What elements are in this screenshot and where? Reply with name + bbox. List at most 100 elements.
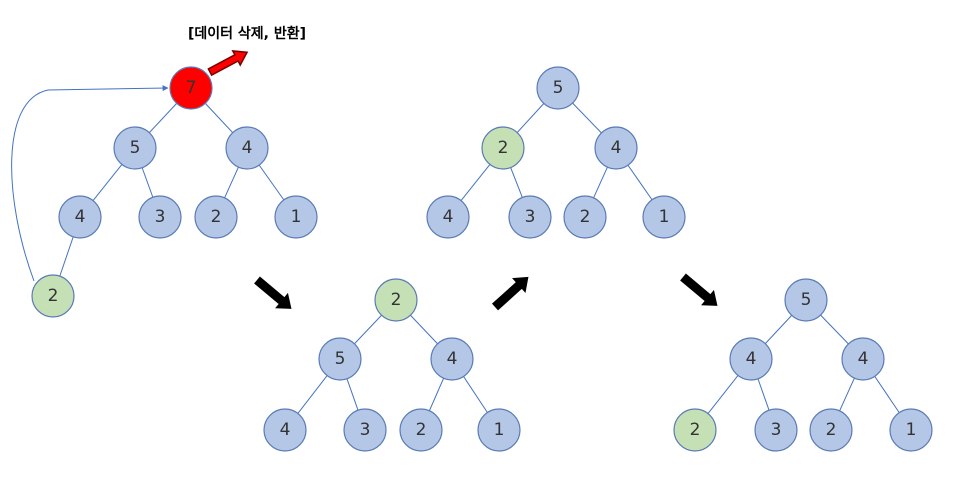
node-label: 7 bbox=[186, 78, 197, 98]
tree-node: 1 bbox=[889, 408, 933, 452]
tree-edge bbox=[428, 378, 445, 411]
tree-node: 3 bbox=[343, 408, 387, 452]
node-label: 5 bbox=[801, 290, 812, 310]
tree-node: 5 bbox=[318, 337, 362, 381]
node-label: 4 bbox=[280, 420, 291, 440]
tree-node: 4 bbox=[225, 126, 269, 170]
node-label: 2 bbox=[48, 286, 59, 306]
step-arrow-2 bbox=[491, 276, 529, 311]
tree-edge bbox=[354, 314, 382, 345]
tree-node: 1 bbox=[477, 408, 521, 452]
node-circle bbox=[343, 408, 387, 452]
tree-node: 4 bbox=[594, 126, 638, 170]
node-circle bbox=[477, 408, 521, 452]
tree-node-moved: 2 bbox=[374, 278, 418, 322]
node-label: 2 bbox=[690, 420, 701, 440]
node-circle bbox=[31, 274, 75, 318]
tree-node-moved: 2 bbox=[31, 274, 75, 318]
node-label: 2 bbox=[498, 138, 509, 158]
node-label: 1 bbox=[906, 420, 917, 440]
node-label: 1 bbox=[291, 207, 302, 227]
node-label: 1 bbox=[659, 207, 670, 227]
tree-edge bbox=[148, 103, 178, 133]
node-circle bbox=[426, 195, 470, 239]
node-circle bbox=[536, 66, 580, 110]
tree-final-heap: 5 4 4 2 3 2 1 bbox=[673, 278, 933, 452]
tree-node: 2 bbox=[194, 195, 238, 239]
tree-edge bbox=[410, 314, 438, 345]
tree-edge bbox=[510, 167, 523, 198]
delete-return-caption: [데이터 삭제, 반환] bbox=[188, 25, 306, 42]
node-label: 4 bbox=[611, 138, 622, 158]
tree-node: 2 bbox=[563, 195, 607, 239]
node-circle bbox=[673, 408, 717, 452]
tree-edge bbox=[627, 164, 653, 201]
node-label: 2 bbox=[826, 420, 837, 440]
tree-edge bbox=[92, 164, 123, 201]
node-circle bbox=[138, 195, 182, 239]
return-arrow bbox=[207, 49, 249, 77]
node-label: 4 bbox=[858, 349, 869, 369]
tree-edge bbox=[707, 375, 739, 414]
tree-node: 4 bbox=[430, 337, 474, 381]
node-circle bbox=[169, 66, 213, 110]
node-label: 3 bbox=[525, 207, 536, 227]
node-circle bbox=[263, 408, 307, 452]
node-circle bbox=[642, 195, 686, 239]
node-circle bbox=[225, 126, 269, 170]
tree-edge bbox=[59, 236, 74, 277]
tree-node-removed-root: 7 bbox=[169, 66, 213, 110]
tree-node: 2 bbox=[399, 408, 443, 452]
node-circle bbox=[729, 337, 773, 381]
node-circle bbox=[318, 337, 362, 381]
node-label: 4 bbox=[75, 207, 86, 227]
node-circle bbox=[430, 337, 474, 381]
tree-after-first-swap: 5 2 4 4 3 2 1 bbox=[426, 66, 686, 239]
node-circle bbox=[481, 126, 525, 170]
node-label: 4 bbox=[443, 207, 454, 227]
tree-node: 3 bbox=[754, 408, 798, 452]
tree-edge bbox=[460, 164, 491, 201]
tree-edge bbox=[224, 166, 239, 199]
node-label: 5 bbox=[130, 138, 141, 158]
tree-node: 3 bbox=[138, 195, 182, 239]
node-label: 4 bbox=[242, 138, 253, 158]
tree-edge bbox=[346, 378, 359, 411]
tree-node: 4 bbox=[263, 408, 307, 452]
tree-node: 4 bbox=[729, 337, 773, 381]
tree-node-moved: 2 bbox=[481, 126, 525, 170]
node-label: 2 bbox=[391, 290, 402, 310]
tree-edge bbox=[839, 377, 855, 412]
node-circle bbox=[784, 278, 828, 322]
node-circle bbox=[508, 195, 552, 239]
tree-edge bbox=[463, 376, 488, 413]
node-circle bbox=[399, 408, 443, 452]
node-circle bbox=[754, 408, 798, 452]
step-arrow-3 bbox=[680, 273, 718, 306]
tree-edge bbox=[593, 166, 608, 199]
node-label: 2 bbox=[416, 420, 427, 440]
node-circle bbox=[563, 195, 607, 239]
tree-node-moved: 2 bbox=[673, 408, 717, 452]
tree-node: 1 bbox=[642, 195, 686, 239]
node-label: 3 bbox=[771, 420, 782, 440]
tree-edge bbox=[874, 376, 900, 413]
tree-after-move-last-to-root: 2 5 4 4 3 2 1 bbox=[263, 278, 521, 452]
node-label: 5 bbox=[553, 78, 564, 98]
tree-edge bbox=[204, 103, 234, 133]
tree-edge bbox=[764, 315, 793, 344]
node-label: 4 bbox=[746, 349, 757, 369]
node-label: 4 bbox=[447, 349, 458, 369]
node-label: 5 bbox=[335, 349, 346, 369]
tree-edge bbox=[258, 164, 285, 201]
move-last-to-root-arrow bbox=[11, 85, 169, 282]
node-circle bbox=[113, 126, 157, 170]
tree-node: 4 bbox=[426, 195, 470, 239]
node-circle bbox=[58, 195, 102, 239]
node-circle bbox=[809, 408, 853, 452]
tree-node: 4 bbox=[841, 337, 885, 381]
tree-edge bbox=[572, 102, 602, 134]
tree-edge bbox=[757, 378, 770, 411]
